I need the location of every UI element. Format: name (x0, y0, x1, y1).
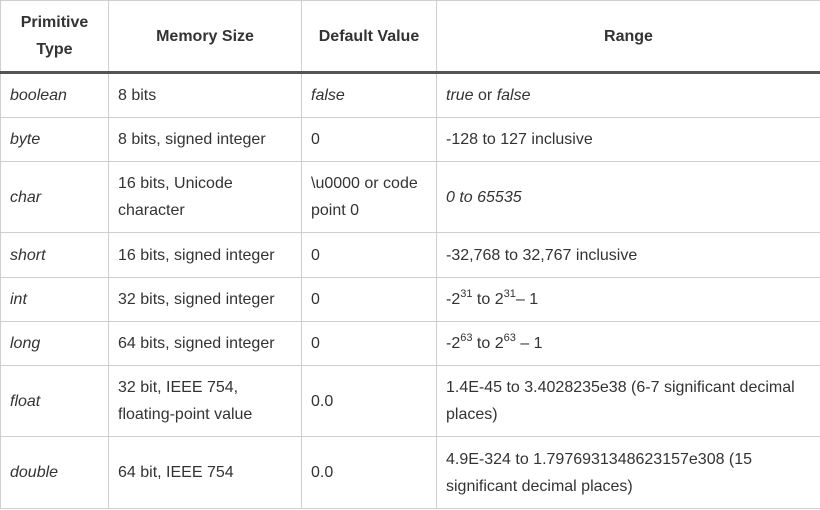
cell-memory: 32 bits, signed integer (108, 277, 302, 322)
table-row: byte 8 bits, signed integer 0 -128 to 12… (0, 117, 820, 162)
range-middle: to 2 (472, 291, 504, 308)
range-true: true (446, 87, 474, 104)
range-base: -2 (446, 291, 461, 308)
cell-default: false (301, 72, 437, 118)
cell-range: 1.4E-45 to 3.4028235e38 (6-7 significant… (436, 365, 820, 437)
header-default-value: Default Value (301, 0, 437, 74)
cell-type: long (0, 321, 109, 366)
cell-type: double (0, 436, 109, 509)
cell-memory: 8 bits (108, 72, 302, 118)
cell-range: 0 to 65535 (436, 161, 820, 233)
cell-range: -128 to 127 inclusive (436, 117, 820, 162)
cell-default: 0.0 (301, 365, 437, 437)
cell-memory: 64 bit, IEEE 754 (108, 436, 302, 509)
range-middle: to 2 (472, 335, 504, 352)
cell-default: 0 (301, 117, 437, 162)
cell-range: 4.9E-324 to 1.7976931348623157e308 (15 s… (436, 436, 820, 509)
table-row: boolean 8 bits false true or false (0, 72, 820, 118)
cell-type: float (0, 365, 109, 437)
cell-range: -231 to 231– 1 (436, 277, 820, 322)
cell-default: 0 (301, 321, 437, 366)
range-exponent: 63 (460, 331, 473, 344)
table-row: long 64 bits, signed integer 0 -263 to 2… (0, 321, 820, 366)
range-or: or (473, 87, 497, 104)
cell-type: int (0, 277, 109, 322)
cell-default: 0.0 (301, 436, 437, 509)
range-exponent: 63 (503, 331, 516, 344)
cell-range: -32,768 to 32,767 inclusive (436, 232, 820, 278)
header-primitive-type: Primitive Type (0, 0, 109, 74)
cell-range: true or false (436, 72, 820, 118)
cell-memory: 8 bits, signed integer (108, 117, 302, 162)
cell-memory: 32 bit, IEEE 754, floating-point value (108, 365, 302, 437)
range-base: -2 (446, 335, 461, 352)
table-row: double 64 bit, IEEE 754 0.0 4.9E-324 to … (0, 436, 820, 509)
range-tail: – 1 (515, 335, 543, 352)
table-row: int 32 bits, signed integer 0 -231 to 23… (0, 277, 820, 322)
cell-memory: 64 bits, signed integer (108, 321, 302, 366)
cell-memory: 16 bits, signed integer (108, 232, 302, 278)
cell-type: char (0, 161, 109, 233)
cell-range: -263 to 263 – 1 (436, 321, 820, 366)
cell-default: \u0000 or code point 0 (301, 161, 437, 233)
table-row: short 16 bits, signed integer 0 -32,768 … (0, 232, 820, 278)
range-tail: – 1 (515, 291, 539, 308)
cell-type: boolean (0, 72, 109, 118)
range-false: false (496, 87, 531, 104)
cell-default: 0 (301, 232, 437, 278)
header-memory-size: Memory Size (108, 0, 302, 74)
range-exponent: 31 (503, 287, 516, 300)
table-row: char 16 bits, Unicode character \u0000 o… (0, 161, 820, 233)
cell-memory: 16 bits, Unicode character (108, 161, 302, 233)
table-row: float 32 bit, IEEE 754, floating-point v… (0, 365, 820, 437)
cell-default: 0 (301, 277, 437, 322)
cell-type: byte (0, 117, 109, 162)
header-range: Range (436, 0, 820, 74)
range-exponent: 31 (460, 287, 473, 300)
header-row: Primitive Type Memory Size Default Value… (0, 0, 820, 74)
cell-type: short (0, 232, 109, 278)
